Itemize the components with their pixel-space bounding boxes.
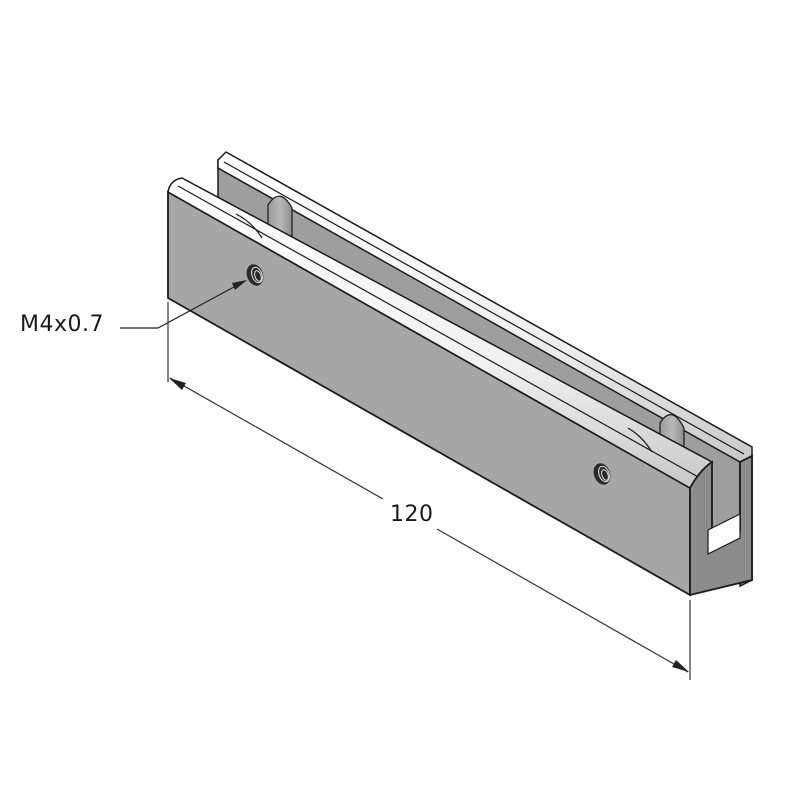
threaded-hole-right [593,463,611,485]
threaded-hole-left [246,264,264,286]
length-dimension [167,302,691,680]
thread-callout-label: M4x0.7 [20,312,104,337]
right-end-profile [689,454,753,597]
length-dimension-label: 120 [390,502,434,527]
thread-leader [120,280,247,329]
